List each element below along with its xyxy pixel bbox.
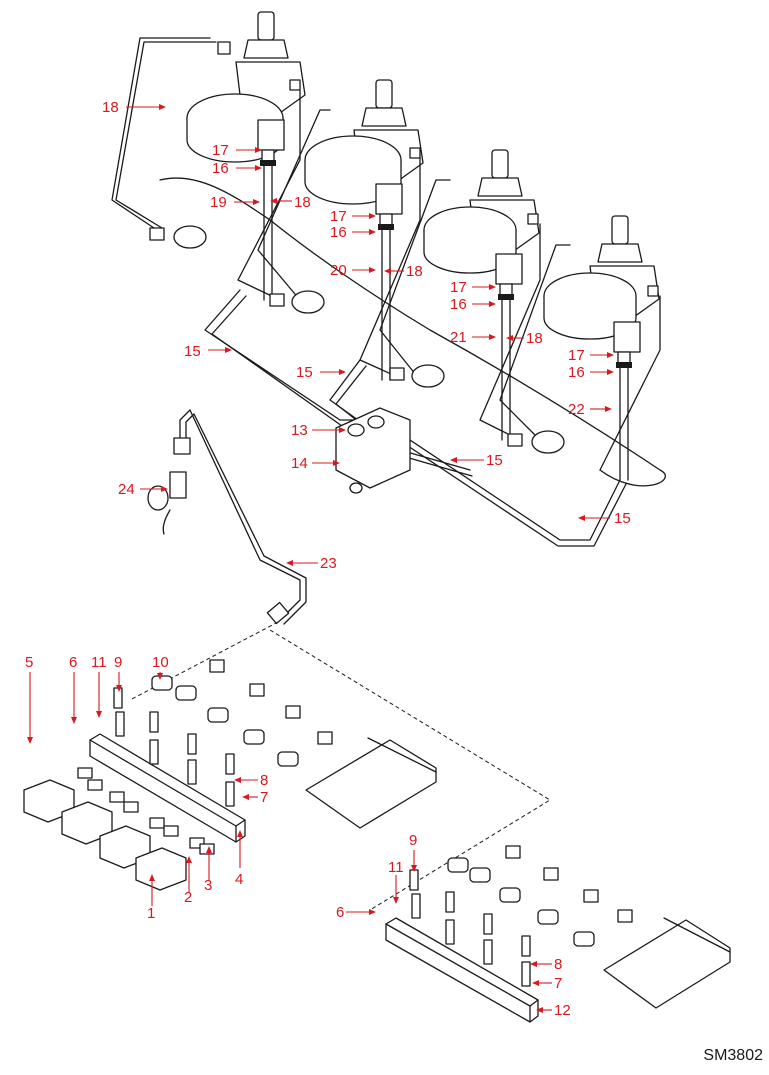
callout-7: 7	[260, 789, 268, 806]
callout-11: 11	[91, 654, 107, 671]
callout-18: 18	[406, 263, 423, 280]
callout-14: 14	[291, 455, 308, 472]
callout-13: 13	[291, 422, 308, 439]
callout-18: 18	[102, 99, 119, 116]
callout-22: 22	[568, 401, 585, 418]
callout-1: 1	[147, 905, 155, 922]
callout-9: 9	[114, 654, 122, 671]
callout-6: 6	[69, 654, 77, 671]
valve-assemblies-1	[23, 779, 187, 891]
manifold-4	[89, 733, 246, 843]
regulator-unit-4	[543, 215, 660, 368]
callout-23: 23	[320, 555, 337, 572]
callout-labels: 18 17 16 19 18 17 16 20 18 15 15 17 16 2…	[25, 99, 631, 1019]
callout-17: 17	[330, 208, 347, 225]
fittings-row-left	[77, 767, 215, 855]
manifold-12	[385, 917, 539, 1023]
callout-10: 10	[152, 654, 169, 671]
callout-9: 9	[409, 832, 417, 849]
callout-16: 16	[212, 160, 229, 177]
regulator-unit-1	[186, 11, 306, 166]
drop-tubes	[263, 165, 629, 481]
callout-12: 12	[554, 1002, 571, 1019]
callout-7: 7	[554, 975, 562, 992]
callout-leaders	[27, 104, 614, 1013]
callout-17: 17	[212, 142, 229, 159]
callout-5: 5	[25, 654, 33, 671]
valves-10-left	[151, 659, 333, 767]
callout-17: 17	[568, 347, 585, 364]
callout-16: 16	[568, 364, 585, 381]
callout-16: 16	[450, 296, 467, 313]
tube-23	[173, 409, 307, 625]
callout-11: 11	[388, 859, 404, 876]
callout-24: 24	[118, 481, 135, 498]
callout-15: 15	[296, 364, 313, 381]
callout-15: 15	[614, 510, 631, 527]
callout-19: 19	[210, 194, 227, 211]
bracket-plate-left	[305, 737, 437, 829]
regulator-unit-2	[304, 79, 424, 230]
callout-18: 18	[294, 194, 311, 211]
regulator-unit-3	[423, 149, 540, 300]
callout-4: 4	[235, 871, 243, 888]
callout-15: 15	[184, 343, 201, 360]
callout-15: 15	[486, 452, 503, 469]
valve-24	[147, 471, 187, 535]
callout-18: 18	[526, 330, 543, 347]
callout-8: 8	[554, 956, 562, 973]
tee-fittings-right	[409, 869, 531, 987]
callout-8: 8	[260, 772, 268, 789]
valves-right	[447, 845, 633, 947]
bracket-plate-right	[603, 917, 731, 1009]
figure-id-label: SM3802	[703, 1047, 763, 1064]
callout-6: 6	[336, 904, 344, 921]
callout-2: 2	[184, 889, 192, 906]
distribution-block	[335, 407, 411, 494]
tee-fittings-left	[113, 687, 235, 807]
elbow-fittings	[149, 225, 565, 454]
callout-3: 3	[204, 877, 212, 894]
tank-outline	[159, 177, 666, 487]
callout-17: 17	[450, 279, 467, 296]
callout-21: 21	[450, 329, 467, 346]
callout-20: 20	[330, 262, 347, 279]
callout-16: 16	[330, 224, 347, 241]
